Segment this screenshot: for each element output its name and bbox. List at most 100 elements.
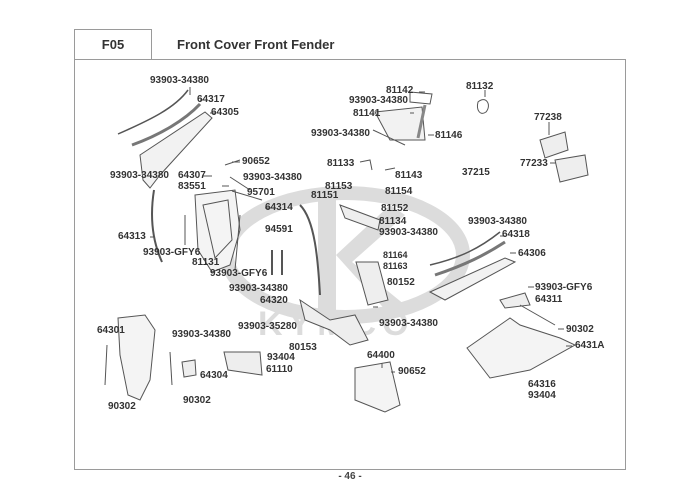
callout-90302: 90302 bbox=[183, 395, 211, 406]
part-rivet-strip-right bbox=[429, 231, 501, 266]
callout-81151: 81151 bbox=[311, 190, 339, 201]
part-screw-gfy6-2 bbox=[234, 214, 241, 271]
callout-94591: 94591 bbox=[265, 224, 293, 235]
callout-93903-GFY6: 93903-GFY6 bbox=[143, 247, 201, 258]
part-64317 bbox=[131, 102, 202, 147]
part-64306 bbox=[428, 257, 517, 301]
callout-81131: 81131 bbox=[192, 257, 220, 268]
callout-93903-34380: 93903-34380 bbox=[172, 329, 231, 340]
part-80152 bbox=[355, 261, 389, 306]
callout-77238: 77238 bbox=[534, 112, 562, 123]
part-64304 bbox=[181, 359, 197, 378]
callout-81146: 81146 bbox=[435, 130, 463, 141]
callout-90652: 90652 bbox=[398, 366, 426, 377]
callout-64311: 64311 bbox=[535, 294, 563, 305]
page-number: - 46 - bbox=[338, 471, 362, 482]
callout-64307: 64307 bbox=[178, 170, 206, 181]
callout-93903-34380: 93903-34380 bbox=[349, 95, 408, 106]
callout-95701: 95701 bbox=[247, 187, 275, 198]
callout-64320: 64320 bbox=[260, 295, 288, 306]
part-90302-rod bbox=[519, 304, 556, 326]
callout-90652: 90652 bbox=[242, 156, 270, 167]
part-81146 bbox=[416, 104, 427, 139]
part-90302-left bbox=[104, 344, 108, 386]
part-screw bbox=[229, 176, 251, 191]
part-64313 bbox=[151, 189, 163, 263]
part-64314 bbox=[299, 204, 321, 296]
callout-90302: 90302 bbox=[108, 401, 136, 412]
part-64400 bbox=[354, 361, 401, 413]
part-94591 bbox=[271, 250, 283, 275]
callout-93903-34380: 93903-34380 bbox=[243, 172, 302, 183]
watermark-k-stem bbox=[318, 200, 336, 310]
part-rivet-strip bbox=[117, 89, 189, 135]
callout-93903-34380: 93903-34380 bbox=[379, 227, 438, 238]
leader-lines bbox=[150, 87, 572, 373]
callout-64316: 64316 bbox=[528, 379, 556, 390]
callout-81164: 81164 bbox=[383, 250, 408, 260]
part-64320 bbox=[299, 298, 369, 346]
part-77233 bbox=[554, 154, 589, 183]
part-6431A bbox=[466, 317, 577, 379]
part-drawings bbox=[104, 89, 589, 413]
part-64318 bbox=[434, 240, 506, 277]
part-61110 bbox=[223, 351, 263, 376]
callout-81154: 81154 bbox=[385, 186, 413, 197]
callout-64301: 64301 bbox=[97, 325, 125, 336]
callout-64313: 64313 bbox=[118, 231, 146, 242]
callout-81142: 81142 bbox=[386, 85, 414, 96]
callout-93903-34380: 93903-34380 bbox=[468, 216, 527, 227]
callout-81133: 81133 bbox=[327, 158, 355, 169]
callout-64317: 64317 bbox=[197, 94, 225, 105]
part-81143 bbox=[384, 167, 396, 171]
page-title: Front Cover Front Fender bbox=[177, 37, 335, 52]
callout-80153: 80153 bbox=[289, 342, 317, 353]
callout-93404: 93404 bbox=[528, 390, 556, 401]
part-64311 bbox=[499, 292, 531, 309]
callout-64305: 64305 bbox=[211, 107, 239, 118]
callout-93903-34380: 93903-34380 bbox=[110, 170, 169, 181]
callout-81152: 81152 bbox=[381, 203, 409, 214]
callout-93404: 93404 bbox=[267, 352, 295, 363]
callout-93903-34380: 93903-34380 bbox=[229, 283, 288, 294]
callout-64318: 64318 bbox=[502, 229, 530, 240]
callout-90302: 90302 bbox=[566, 324, 594, 335]
part-64301 bbox=[117, 314, 156, 401]
callout-64304: 64304 bbox=[200, 370, 228, 381]
part-77238 bbox=[539, 131, 569, 159]
part-81142 bbox=[409, 91, 433, 105]
callout-6431A: 6431A bbox=[575, 340, 605, 351]
part-81141 bbox=[374, 106, 426, 141]
callout-83551: 83551 bbox=[178, 181, 206, 192]
part-81132 bbox=[477, 99, 489, 114]
callout-81163: 81163 bbox=[383, 261, 408, 271]
diagram-frame bbox=[74, 59, 626, 470]
callout-93903-GFY6: 93903-GFY6 bbox=[210, 268, 268, 279]
callout-81132: 81132 bbox=[466, 81, 494, 92]
callout-81141: 81141 bbox=[353, 108, 381, 119]
part-83551 bbox=[231, 190, 263, 201]
callout-81153: 81153 bbox=[325, 181, 353, 192]
part-81134 bbox=[339, 204, 381, 231]
callout-93903-34380: 93903-34380 bbox=[379, 318, 438, 329]
callout-81134: 81134 bbox=[379, 216, 407, 227]
callout-93903-35280: 93903-35280 bbox=[238, 321, 297, 332]
callout-93903-34380: 93903-34380 bbox=[150, 75, 209, 86]
callout-93903-GFY6: 93903-GFY6 bbox=[535, 282, 593, 293]
callout-93903-34380: 93903-34380 bbox=[311, 128, 370, 139]
part-screw-34380 bbox=[372, 129, 406, 146]
callout-80152: 80152 bbox=[387, 277, 415, 288]
section-code: F05 bbox=[74, 29, 152, 59]
callout-64400: 64400 bbox=[367, 350, 395, 361]
callout-37215: 37215 bbox=[462, 167, 490, 178]
callout-77233: 77233 bbox=[520, 158, 548, 169]
callout-81143: 81143 bbox=[395, 170, 423, 181]
callout-61110: 61110 bbox=[266, 364, 293, 375]
callout-64306: 64306 bbox=[518, 248, 546, 259]
part-81131-inner bbox=[202, 199, 233, 260]
part-90302-right bbox=[169, 351, 173, 386]
part-64305 bbox=[139, 111, 213, 189]
part-81133 bbox=[359, 159, 373, 171]
callout-64314: 64314 bbox=[265, 202, 293, 213]
